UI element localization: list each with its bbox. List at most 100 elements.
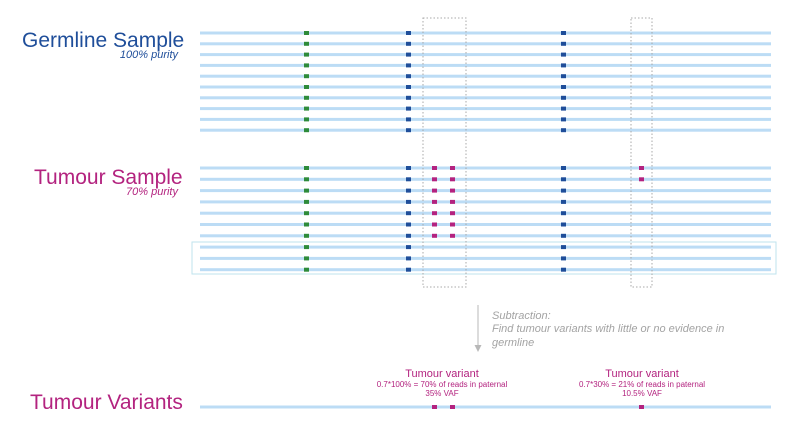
- germline-snp-marker: [561, 85, 566, 89]
- tumour-read: [200, 223, 771, 226]
- germline-read: [200, 85, 771, 89]
- tumour-snp-marker: [406, 233, 411, 238]
- variant1-vaf: 35% VAF: [425, 389, 459, 398]
- tumour-variant-marker: [432, 211, 437, 216]
- germline-snp-marker: [304, 52, 309, 57]
- tumour-variants-title: Tumour Variants: [30, 391, 183, 414]
- tumour-snp-marker: [561, 211, 566, 216]
- tumour-snp-marker: [304, 245, 309, 250]
- tumour-variant-marker: [432, 177, 437, 182]
- tumour-snp-marker: [561, 188, 566, 193]
- tumour-snp-marker: [561, 166, 566, 170]
- germline-snp-marker: [561, 106, 566, 111]
- tumour-title: Tumour Sample: [34, 166, 183, 189]
- tumour-read: [200, 234, 771, 238]
- germline-snp-marker: [561, 41, 566, 46]
- germline-snp-marker: [406, 31, 411, 35]
- tumour-variant-marker: [432, 166, 437, 170]
- normal-contamination-box: [191, 241, 777, 275]
- tumour-snp-marker: [561, 256, 566, 261]
- subtraction-arrow-head: [474, 345, 482, 352]
- germline-snp-marker: [561, 52, 566, 57]
- variant1-label: Tumour variant: [405, 368, 479, 380]
- tumour-snp-marker: [406, 177, 411, 182]
- tumour-variant-marker: [432, 188, 437, 193]
- tumour-snp-marker: [406, 222, 411, 227]
- germline-read: [200, 42, 771, 46]
- variant2-calc: 0.7*30% = 21% of reads in paternal: [578, 380, 706, 389]
- variant2-label: Tumour variant: [605, 368, 679, 380]
- germline-snp-marker: [304, 41, 309, 46]
- tumour-variant-marker: [639, 177, 644, 182]
- tumour-snp-marker: [561, 267, 566, 272]
- germline-snp-marker: [406, 41, 411, 46]
- tumour-variant-marker: [432, 199, 437, 204]
- germline-snp-marker: [406, 52, 411, 57]
- germline-snp-marker: [304, 95, 309, 100]
- tumour-snp-marker: [304, 222, 309, 227]
- germline-read: [200, 128, 771, 132]
- tumour-variant-marker: [450, 177, 455, 182]
- tumour-read: [200, 245, 771, 249]
- tumour-snp-marker: [561, 199, 566, 204]
- tumour-snp-marker: [561, 222, 566, 227]
- tumour-snp-marker: [304, 177, 309, 182]
- tumour-snp-marker: [304, 233, 309, 238]
- tumour-snp-marker: [406, 256, 411, 261]
- tumour-snp-marker: [304, 199, 309, 204]
- tumour-variant-marker: [639, 166, 644, 170]
- tumour-snp-marker: [304, 256, 309, 261]
- tumour-variant-marker: [432, 233, 437, 238]
- tumour-snp-marker: [304, 166, 309, 170]
- tumour-purity: 70% purity: [126, 186, 178, 198]
- tumour-read: [200, 211, 771, 215]
- germline-snp-marker: [406, 95, 411, 100]
- tumour-snp-marker: [406, 199, 411, 204]
- result-variant-marker: [450, 405, 455, 409]
- tumour-read: [200, 256, 771, 260]
- result-read: [200, 405, 771, 409]
- germline-snp-marker: [406, 106, 411, 111]
- tumour-snp-marker: [406, 211, 411, 216]
- germline-read: [200, 31, 771, 35]
- subtraction-heading: Subtraction:: [492, 310, 551, 322]
- tumour-snp-marker: [304, 211, 309, 216]
- germline-read: [200, 117, 771, 121]
- tumour-variant-marker: [450, 188, 455, 193]
- tumour-snp-marker: [304, 188, 309, 193]
- germline-snp-marker: [406, 74, 411, 79]
- germline-read: [200, 53, 771, 57]
- tumour-snp-marker: [406, 245, 411, 250]
- tumour-read: [200, 268, 771, 272]
- germline-snp-marker: [406, 63, 411, 68]
- variant1-calc: 0.7*100% = 70% of reads in paternal: [376, 380, 508, 389]
- tumour-read: [200, 189, 771, 193]
- germline-snp-marker: [561, 95, 566, 100]
- tumour-variant-marker: [432, 222, 437, 227]
- germline-snp-marker: [561, 74, 566, 79]
- subtraction-text: Find tumour variants with little or no e…: [492, 323, 725, 349]
- germline-snp-marker: [406, 85, 411, 89]
- tumour-read: [200, 166, 771, 170]
- tumour-variant-marker: [450, 233, 455, 238]
- germline-read: [200, 96, 771, 100]
- tumour-variant-marker: [450, 211, 455, 216]
- variant-column-box: [630, 17, 653, 288]
- germline-read: [200, 107, 771, 111]
- tumour-read: [200, 200, 771, 204]
- germline-snp-marker: [561, 31, 566, 35]
- tumour-snp-marker: [406, 188, 411, 193]
- tumour-variant-marker: [450, 222, 455, 227]
- germline-title: Germline Sample: [22, 29, 185, 52]
- germline-read: [200, 74, 771, 78]
- tumour-snp-marker: [406, 166, 411, 170]
- germline-purity: 100% purity: [119, 49, 178, 61]
- tumour-variant-marker: [450, 199, 455, 204]
- germline-snp-marker: [406, 117, 411, 122]
- tumour-snp-marker: [561, 177, 566, 182]
- germline-snp-marker: [304, 85, 309, 89]
- tumour-read: [200, 177, 771, 181]
- germline-snp-marker: [304, 63, 309, 68]
